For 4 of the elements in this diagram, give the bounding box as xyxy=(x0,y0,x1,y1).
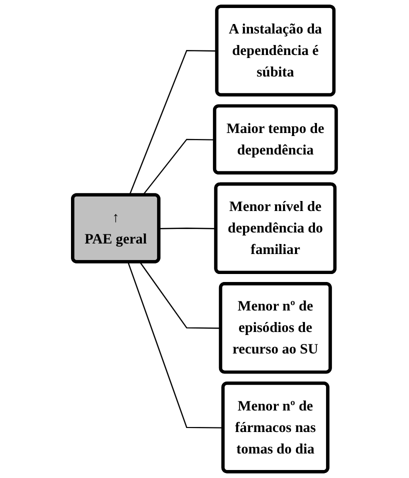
connector xyxy=(128,262,224,428)
connector xyxy=(129,50,218,196)
connector xyxy=(159,228,216,230)
connector xyxy=(140,262,222,329)
